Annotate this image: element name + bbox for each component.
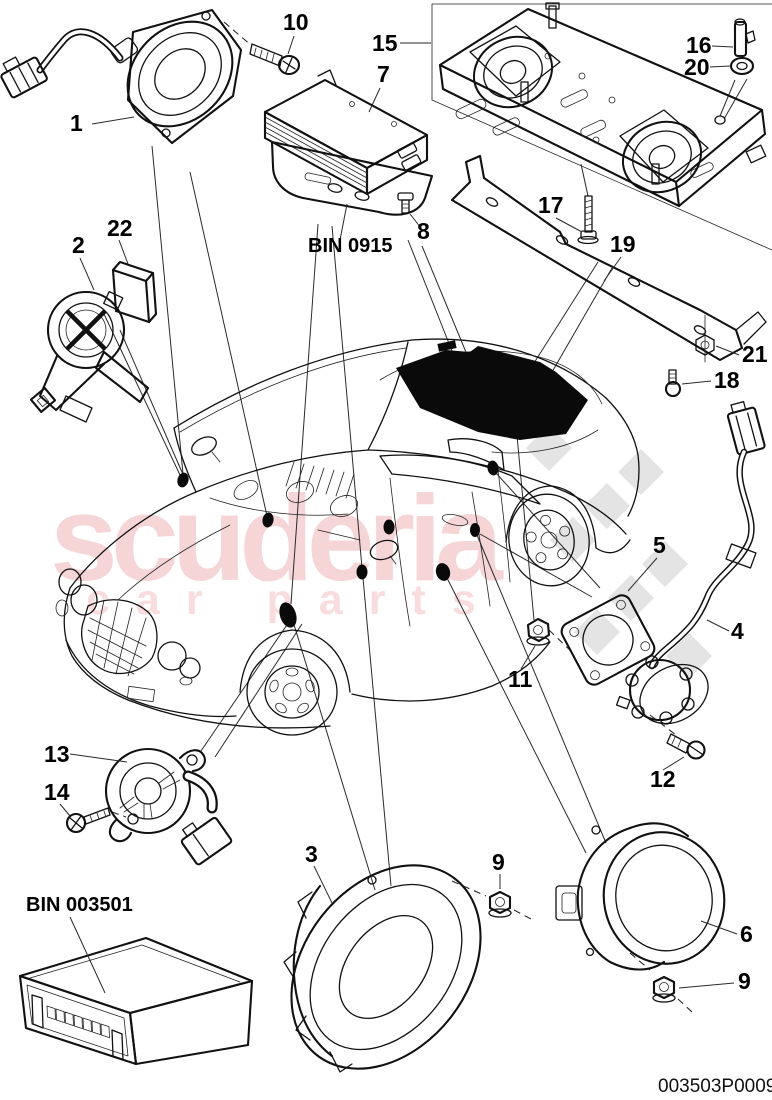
callout-12: 12 bbox=[650, 766, 676, 792]
car-illustration bbox=[55, 338, 640, 736]
callout-6: 6 bbox=[740, 921, 753, 947]
nut-21 bbox=[695, 314, 715, 363]
front-grille bbox=[81, 599, 158, 675]
callout-13: 13 bbox=[44, 741, 70, 767]
callout-leaders bbox=[59, 35, 740, 994]
callout-labels: 1 10 7 15 16 20 17 19 21 18 8 2 22 5 4 1… bbox=[26, 9, 768, 994]
screw-14 bbox=[65, 807, 111, 834]
callout-2: 2 bbox=[72, 232, 85, 258]
speaker-connector bbox=[180, 816, 233, 866]
speaker-pad-22 bbox=[111, 260, 158, 324]
callout-19: 19 bbox=[610, 231, 636, 257]
callout-11: 11 bbox=[508, 666, 533, 692]
front-speaker-assembly bbox=[0, 8, 243, 145]
bin-label-amplifier: BIN 0915 bbox=[308, 235, 393, 257]
oval-speaker-3 bbox=[283, 864, 482, 1073]
screw-18 bbox=[664, 369, 682, 398]
screw-17 bbox=[577, 195, 599, 245]
amplifier-assembly bbox=[263, 69, 434, 216]
harness-assembly bbox=[615, 401, 766, 725]
bin-label-head-unit: BIN 003501 bbox=[26, 894, 133, 916]
inset-frame bbox=[431, 3, 772, 101]
screw-10 bbox=[249, 43, 301, 76]
callout-10: 10 bbox=[283, 9, 309, 35]
callout-9-rear: 9 bbox=[738, 968, 751, 994]
dashed-leaders bbox=[111, 21, 693, 1013]
amplifier-bracket bbox=[270, 140, 434, 216]
pin-16 bbox=[733, 18, 756, 58]
screw-8 bbox=[397, 192, 414, 214]
callout-9-front: 9 bbox=[492, 849, 505, 875]
callout-18: 18 bbox=[714, 367, 740, 393]
speaker-location-dots bbox=[177, 460, 499, 628]
wire-connector bbox=[0, 56, 48, 99]
leader-lines bbox=[103, 78, 748, 891]
callout-3: 3 bbox=[305, 841, 318, 867]
head-unit bbox=[18, 936, 254, 1066]
nut-9-front bbox=[488, 890, 512, 918]
speaker-wire bbox=[36, 28, 124, 74]
callout-21: 21 bbox=[742, 341, 768, 367]
callout-4: 4 bbox=[731, 618, 744, 644]
diagram-code: 003503P0009 bbox=[658, 1076, 772, 1097]
right-mirror bbox=[369, 539, 399, 561]
checkered-flag-watermark bbox=[526, 425, 712, 679]
callout-16: 16 bbox=[686, 32, 712, 58]
washer-20 bbox=[729, 56, 755, 76]
door-speaker-assembly bbox=[104, 747, 233, 866]
round-speaker-6 bbox=[555, 822, 726, 971]
callout-17: 17 bbox=[538, 192, 564, 218]
callout-1: 1 bbox=[70, 110, 83, 136]
callout-7: 7 bbox=[377, 61, 390, 87]
nut-11 bbox=[526, 617, 551, 646]
watermark: scuderia car parts bbox=[50, 425, 712, 679]
callout-22: 22 bbox=[107, 215, 133, 241]
screw-12 bbox=[666, 733, 706, 760]
gasket-5 bbox=[560, 594, 656, 686]
tweeter-assembly bbox=[29, 290, 150, 423]
rear-speaker-magnet bbox=[628, 658, 692, 722]
watermark-brand-text: scuderia bbox=[50, 470, 504, 606]
parcel-shelf-assembly bbox=[431, 2, 772, 251]
rear-shelf-highlight bbox=[396, 346, 588, 440]
nut-9-rear bbox=[652, 975, 676, 1003]
callout-15: 15 bbox=[372, 30, 398, 56]
callout-5: 5 bbox=[653, 532, 666, 558]
callout-14: 14 bbox=[44, 779, 70, 805]
callout-20: 20 bbox=[684, 54, 710, 80]
bracket-19 bbox=[450, 154, 767, 362]
callout-8: 8 bbox=[417, 218, 430, 244]
left-mirror bbox=[191, 436, 217, 456]
